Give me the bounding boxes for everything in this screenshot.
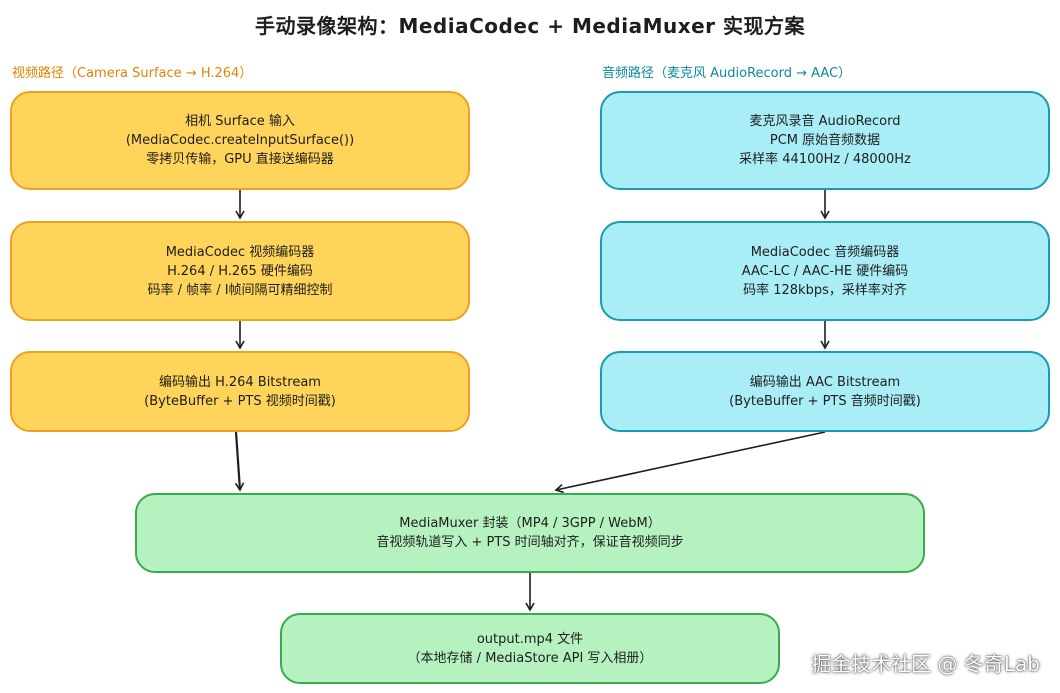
arrow-v3-mux [234, 431, 245, 492]
audio-bitstream-line-1: 编码输出 AAC Bitstream [749, 374, 901, 390]
video-encoder-node: MediaCodec 视频编码器 H.264 / H.265 硬件编码 码率 /… [10, 221, 470, 321]
camera-surface-line-1: 相机 Surface 输入 [185, 114, 295, 129]
diagram-title: 手动录像架构：MediaCodec + MediaMuxer 实现方案 [254, 14, 806, 38]
video-bitstream-node: 编码输出 H.264 Bitstream (ByteBuffer + PTS 视… [10, 351, 470, 432]
audiorecord-line-2: PCM 原始音频数据 [769, 133, 881, 148]
camera-surface-line-3: 零拷贝传输，GPU 直接送编码器 [146, 152, 334, 167]
audiorecord-input-node: 麦克风录音 AudioRecord PCM 原始音频数据 采样率 44100Hz… [600, 91, 1050, 190]
video-encoder-line-2: H.264 / H.265 硬件编码 [167, 263, 313, 279]
video-bitstream-line-1: 编码输出 H.264 Bitstream [159, 374, 321, 390]
audio-encoder-line-2: AAC-LC / AAC-HE 硬件编码 [741, 263, 909, 279]
audio-encoder-node: MediaCodec 音频编码器 AAC-LC / AAC-HE 硬件编码 码率… [600, 221, 1050, 321]
mediamuxer-line-1: MediaMuxer 封装（MP4 / 3GPP / WebM） [399, 516, 661, 531]
audiorecord-line-1: 麦克风录音 AudioRecord [749, 114, 901, 129]
output-file-line-2: （本地存储 / MediaStore API 写入相册） [407, 650, 653, 666]
audio-bitstream-node: 编码输出 AAC Bitstream (ByteBuffer + PTS 音频时… [600, 351, 1050, 432]
mediamuxer-line-2: 音视频轨道写入 + PTS 时间轴对齐，保证音视频同步 [376, 535, 684, 550]
audio-encoder-line-3: 码率 128kbps，采样率对齐 [743, 282, 907, 298]
audiorecord-line-3: 采样率 44100Hz / 48000Hz [739, 152, 911, 167]
watermark: 掘金技术社区 @ 冬奇Lab [811, 652, 1040, 676]
output-file-node: output.mp4 文件 （本地存储 / MediaStore API 写入相… [280, 613, 780, 684]
output-file-line-1: output.mp4 文件 [476, 631, 584, 647]
audio-encoder-line-1: MediaCodec 音频编码器 [750, 244, 900, 260]
video-bitstream-line-2: (ByteBuffer + PTS 视频时间戳) [144, 393, 336, 409]
video-encoder-line-1: MediaCodec 视频编码器 [165, 244, 315, 260]
arrow-a3-mux [554, 431, 826, 494]
audio-bitstream-line-2: (ByteBuffer + PTS 音频时间戳) [729, 393, 921, 409]
camera-surface-line-2: (MediaCodec.createInputSurface()) [125, 133, 355, 148]
audio-lane-label: 音频路径（麦克风 AudioRecord → AAC） [602, 66, 852, 81]
video-lane-label: 视频路径（Camera Surface → H.264） [12, 66, 253, 81]
camera-surface-input-node: 相机 Surface 输入 (MediaCodec.createInputSur… [10, 91, 470, 190]
mediamuxer-node: MediaMuxer 封装（MP4 / 3GPP / WebM） 音视频轨道写入… [135, 493, 925, 573]
video-encoder-line-3: 码率 / 帧率 / I帧间隔可精细控制 [147, 282, 333, 298]
